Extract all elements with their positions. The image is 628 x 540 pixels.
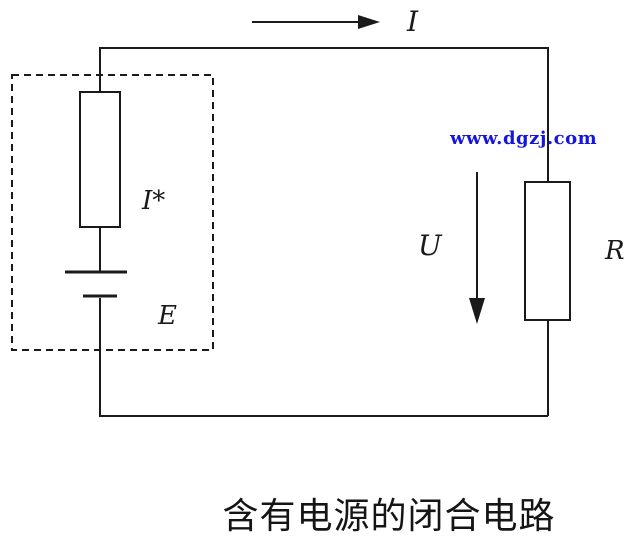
emf-label: E — [158, 301, 177, 331]
current-arrow-head — [358, 15, 380, 29]
top-wire — [99, 47, 549, 182]
current-label: I — [407, 5, 419, 38]
voltage-arrow-head — [469, 298, 485, 324]
bottom-wire — [99, 298, 548, 417]
internal-resistor — [79, 91, 121, 228]
load-resistor — [524, 181, 571, 321]
voltage-label: U — [418, 229, 442, 262]
load-resistor-label: R — [605, 236, 625, 266]
watermark-text: www.dgzj.com — [450, 128, 598, 149]
figure-caption: 含有电源的闭合电路 — [222, 496, 556, 537]
power-source-box — [11, 74, 214, 351]
internal-resistance-label: I* — [142, 186, 166, 216]
